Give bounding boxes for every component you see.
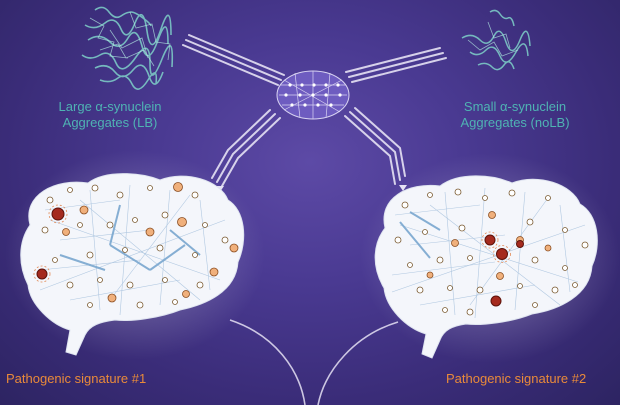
left-nodes	[41, 184, 229, 309]
right-lewy-bodies	[484, 234, 524, 307]
pathogenic-signature-2-label: Pathogenic signature #2	[446, 371, 587, 386]
small-aggregates-label-line2: Aggregates (noLB)	[460, 115, 570, 130]
large-aggregates-label: Large α-synuclein Aggregates (LB)	[40, 99, 180, 131]
left-lewy-bodies	[36, 207, 65, 280]
small-aggregates-label-line1: Small α-synuclein	[463, 99, 567, 114]
pathogenic-signature-1-label: Pathogenic signature #1	[6, 371, 147, 386]
small-aggregates-label: Small α-synuclein Aggregates (noLB)	[445, 99, 585, 131]
brain-network-left	[20, 173, 245, 356]
protein-aggregate-small-icon	[461, 9, 531, 71]
protein-aggregate-large-icon	[81, 6, 174, 90]
machine-learning-brain-icon	[276, 70, 350, 120]
converging-arrows	[229, 319, 399, 405]
right-nodes	[394, 188, 589, 316]
large-aggregates-label-line2: Aggregates (LB)	[62, 115, 158, 130]
large-aggregates-label-line1: Large α-synuclein	[58, 99, 162, 114]
pipes	[182, 34, 447, 187]
left-orange-nodes	[62, 182, 239, 303]
brain-network-right	[374, 175, 598, 359]
